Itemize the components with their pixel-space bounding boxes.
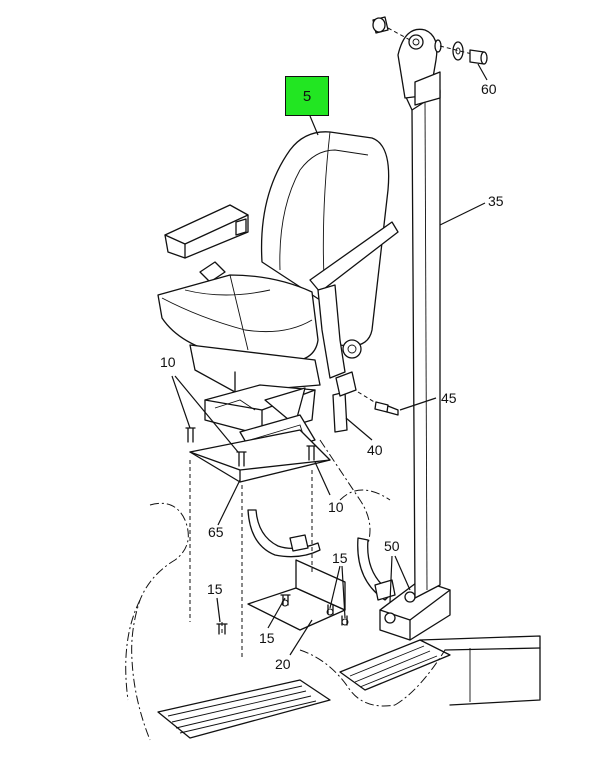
callout-15-left: 15 <box>207 581 223 597</box>
callout-40: 40 <box>367 442 383 458</box>
cab-floor-outline <box>125 439 446 741</box>
buckle-and-bolt <box>332 371 399 433</box>
mounting-centerlines <box>189 460 313 660</box>
callout-5-highlight[interactable]: 5 <box>285 76 329 116</box>
leader-lines <box>171 63 488 656</box>
callout-35: 35 <box>488 193 504 209</box>
callout-65: 65 <box>208 524 224 540</box>
callout-50: 50 <box>384 538 400 554</box>
top-hardware <box>372 16 488 65</box>
seat <box>157 131 399 483</box>
floor-bolts <box>185 427 317 467</box>
callout-10-rear: 10 <box>328 499 344 515</box>
step-plate <box>157 635 541 739</box>
shoulder-belt <box>397 28 441 599</box>
callout-15-upper: 15 <box>332 550 348 566</box>
callout-10-front: 10 <box>160 354 176 370</box>
callout-15-lower: 15 <box>259 630 275 646</box>
callout-60: 60 <box>481 81 497 97</box>
callout-20: 20 <box>275 656 291 672</box>
callout-45: 45 <box>441 390 457 406</box>
